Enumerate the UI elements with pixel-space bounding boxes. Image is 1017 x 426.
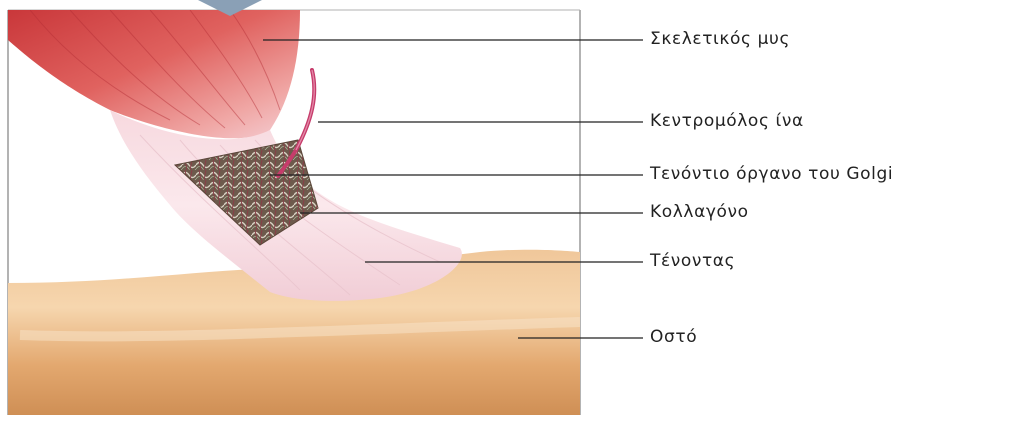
label-collagen: Κολλαγόνο [650, 202, 749, 222]
label-golgi-tendon-organ: Τενόντιο όργανο του Golgi [650, 164, 893, 184]
label-tendon: Τένοντας [650, 251, 735, 271]
label-bone: Οστό [650, 327, 697, 347]
label-afferent-fiber: Κεντρομόλος ίνα [650, 111, 804, 131]
label-skeletal-muscle: Σκελετικός μυς [650, 29, 790, 49]
muscle-shape [8, 10, 300, 138]
